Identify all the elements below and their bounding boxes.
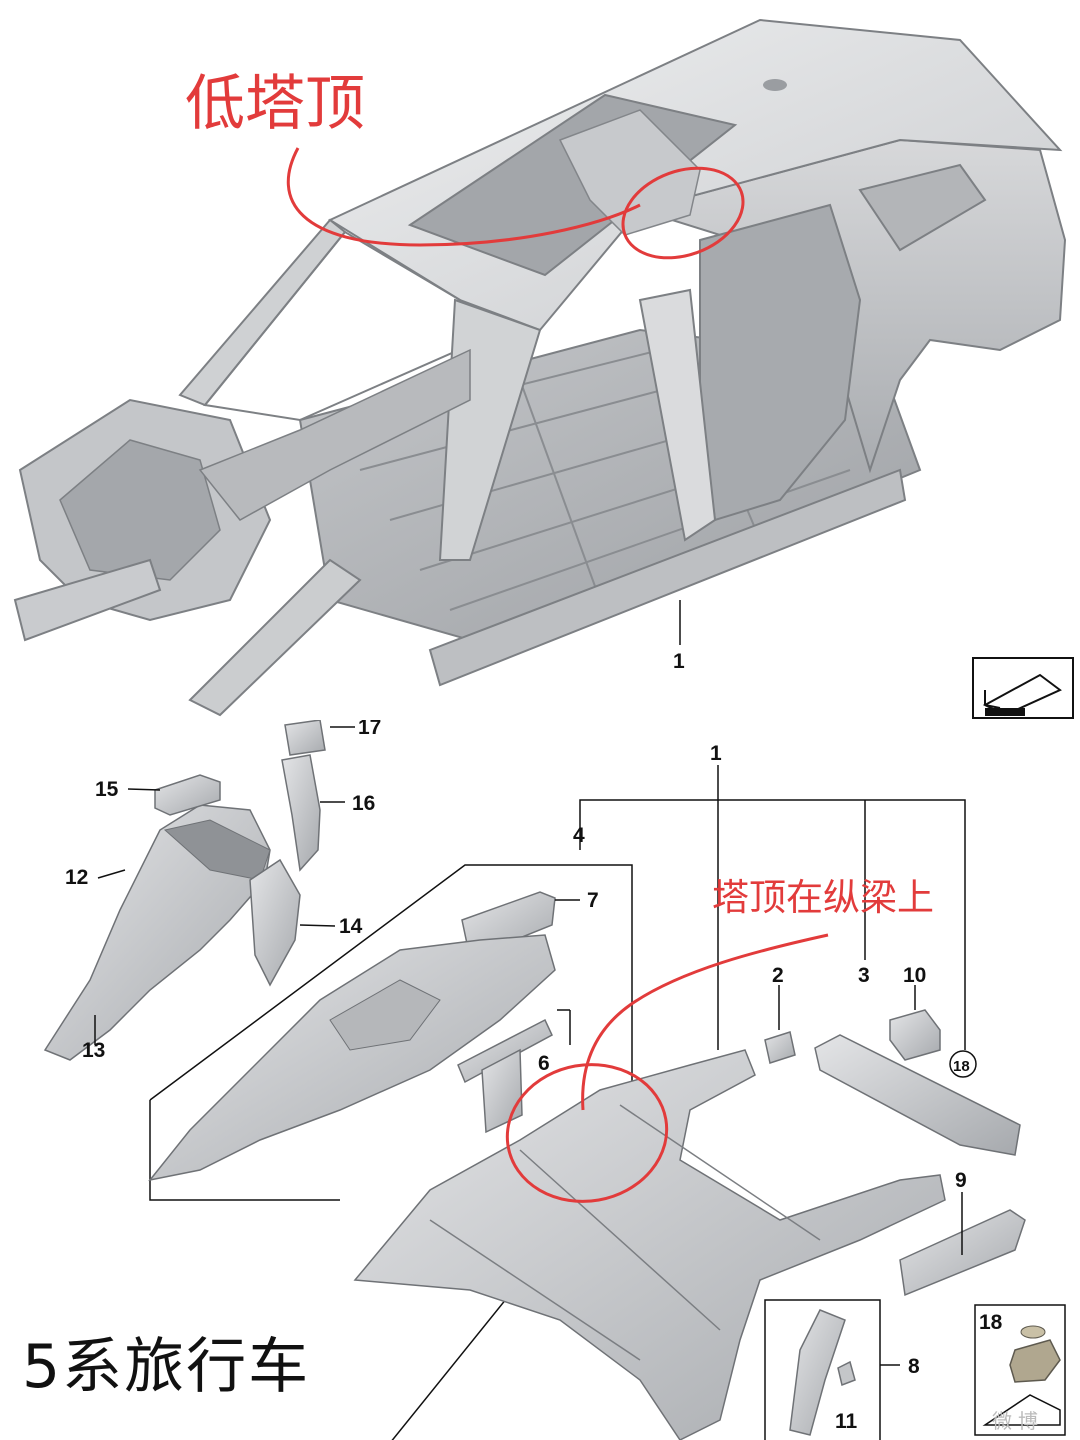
part-label-18-box: 18 — [979, 1311, 1003, 1334]
part-label-2: 2 — [772, 964, 784, 987]
group-8-box — [764, 1299, 881, 1440]
part-10-block — [889, 1009, 941, 1061]
front-longitudinal-left — [13, 558, 162, 642]
part-8-wheelhouse-panel — [789, 1309, 846, 1436]
part-11-clip — [837, 1360, 856, 1387]
rear-side-window — [858, 163, 987, 252]
part-label-7: 7 — [587, 889, 599, 912]
hex-nut-icon — [1009, 1339, 1061, 1383]
low-strut-tower-annotation: 低塔顶 — [185, 69, 365, 139]
part-label-6: 6 — [538, 1052, 550, 1075]
part-label-11: 11 — [835, 1410, 858, 1433]
view-direction-icon-small — [982, 1394, 1061, 1426]
part-label-8: 8 — [908, 1355, 920, 1378]
annotation-arrow-line-2 — [581, 933, 829, 1111]
part-label-10: 10 — [903, 964, 926, 987]
annotation-arrow-line — [286, 147, 641, 247]
a-pillar-left — [178, 218, 347, 407]
exploded-parts-panel: 1 2 3 4 6 7 8 9 10 11 12 13 14 15 16 17 … — [0, 720, 1080, 1440]
part-1-label: 1 — [673, 650, 685, 673]
strut-on-rail-annotation: 塔顶在纵梁上 — [712, 876, 934, 919]
b-pillar — [638, 288, 717, 542]
side-sill — [428, 468, 907, 687]
part-18-nut-panel — [974, 1304, 1066, 1436]
part-2-small-bracket — [764, 1031, 796, 1064]
part-label-3: 3 — [858, 964, 870, 987]
cowl-panel — [198, 348, 471, 521]
part-label-18-circled: 18 — [953, 1058, 970, 1075]
part-label-15: 15 — [95, 778, 119, 801]
part-label-17: 17 — [358, 720, 381, 739]
part-14-bracket — [249, 858, 301, 987]
roof-antenna-hole — [763, 79, 787, 91]
body-in-white-panel: 1 低塔顶 — [13, 18, 1074, 719]
part-3-sill-member — [814, 1034, 1021, 1156]
exploded-parts-diagram: 1 2 3 4 6 7 8 9 10 11 12 13 14 15 16 17 … — [43, 720, 1066, 1440]
view-direction-icon — [972, 657, 1074, 719]
front-longitudinal-right — [188, 558, 362, 717]
part-17-cap — [284, 720, 326, 756]
part-6-piece-a — [457, 1018, 553, 1084]
top-bracket — [579, 799, 966, 1050]
part-label-14: 14 — [339, 915, 363, 938]
annotation-circle-2 — [505, 1063, 669, 1203]
part-16-pillar — [281, 754, 321, 872]
group-4-bracket-base — [149, 1100, 340, 1201]
rear-floor-frame — [353, 1049, 946, 1440]
part-label-16: 16 — [352, 792, 375, 815]
rear-strut-tower — [558, 109, 701, 236]
part-15-reinforcement — [154, 774, 221, 816]
rear-longitudinal-assembly — [148, 934, 556, 1182]
part-label-4: 4 — [573, 824, 585, 847]
body-in-white-illustration: 1 低塔顶 — [13, 18, 1074, 719]
part-label-13: 13 — [82, 1039, 105, 1062]
part-label-1: 1 — [710, 742, 722, 765]
part-label-12: 12 — [65, 866, 88, 889]
watermark: 微博 — [992, 1409, 1044, 1433]
front-wheel-arch-hole — [59, 439, 221, 581]
annotation-circle — [621, 166, 745, 260]
part-18-circle — [949, 1050, 977, 1078]
part-label-9: 9 — [955, 1169, 967, 1192]
wagon-caption: 5系旅行车 — [22, 1332, 311, 1402]
